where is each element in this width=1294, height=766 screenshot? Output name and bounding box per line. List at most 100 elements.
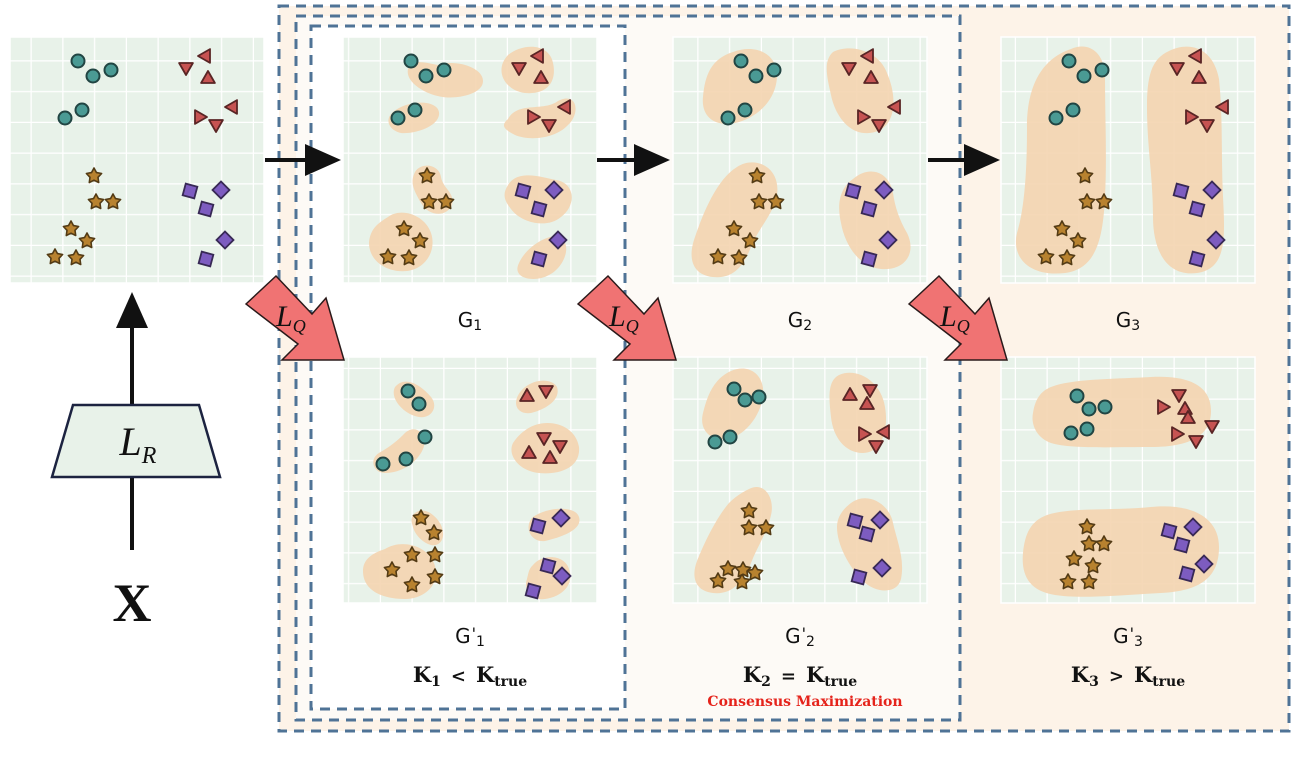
square-point-icon (181, 182, 199, 200)
triangle-point-icon (1199, 119, 1215, 133)
square-point-icon (514, 182, 532, 200)
square-point-icon (530, 200, 548, 218)
triangle-point-icon (200, 70, 216, 84)
triangle-point-icon (1171, 389, 1187, 403)
star-point-icon (85, 167, 103, 184)
star-point-icon (733, 573, 751, 590)
triangle-point-icon (519, 388, 535, 402)
cluster-blob (388, 102, 440, 134)
triangle-point-icon (511, 62, 527, 76)
input-x-label: X (112, 573, 152, 633)
circle-point-icon (103, 62, 119, 78)
panel-g3 (1000, 36, 1256, 284)
square-point-icon (1173, 536, 1191, 554)
triangle-point-icon (858, 426, 872, 442)
lq-arrow-icon-3 (907, 274, 1008, 361)
square-point-icon (529, 517, 547, 535)
cluster-blob (702, 368, 764, 440)
lq-arrow-icon-2 (576, 274, 677, 361)
star-point-icon (104, 193, 122, 210)
triangle-point-icon (1180, 410, 1196, 424)
square-point-icon (1194, 554, 1214, 574)
circle-point-icon (720, 110, 736, 126)
square-point-icon (548, 230, 568, 250)
circle-point-icon (1063, 425, 1079, 441)
label-g3: G3 (1115, 308, 1141, 334)
circle-point-icon (737, 392, 753, 408)
star-point-icon (709, 248, 727, 265)
circle-point-icon (748, 68, 764, 84)
star-point-icon (709, 572, 727, 589)
square-point-icon (197, 250, 215, 268)
star-point-icon (1076, 167, 1094, 184)
circle-point-icon (418, 68, 434, 84)
circle-point-icon (1069, 388, 1085, 404)
k3-relation: K3>Ktrue (1070, 662, 1186, 690)
lq-label-3: LQ (940, 300, 970, 336)
square-point-icon (1188, 200, 1206, 218)
triangle-point-icon (1188, 435, 1204, 449)
circle-point-icon (1076, 68, 1092, 84)
circle-point-icon (1081, 401, 1097, 417)
star-point-icon (403, 576, 421, 593)
star-point-icon (1095, 535, 1113, 552)
circle-point-icon (733, 53, 749, 69)
star-point-icon (748, 167, 766, 184)
star-point-icon (746, 564, 764, 581)
triangle-point-icon (552, 440, 568, 454)
star-point-icon (426, 546, 444, 563)
triangle-point-icon (557, 99, 571, 115)
circle-point-icon (707, 434, 723, 450)
cluster-blob (511, 423, 580, 474)
cluster-blob (1147, 46, 1224, 274)
star-point-icon (418, 167, 436, 184)
triangle-point-icon (863, 70, 879, 84)
label-g-prime-3: G'3 (1113, 624, 1143, 650)
star-point-icon (750, 193, 768, 210)
panel-g-prime-3 (1000, 356, 1256, 604)
triangle-point-icon (224, 99, 238, 115)
circle-point-icon (398, 451, 414, 467)
star-point-icon (426, 568, 444, 585)
star-point-icon (741, 232, 759, 249)
star-point-icon (403, 546, 421, 563)
square-point-icon (846, 512, 864, 530)
circle-point-icon (726, 381, 742, 397)
square-point-icon (544, 180, 564, 200)
label-g2: G2 (787, 308, 813, 334)
square-point-icon (860, 200, 878, 218)
circle-point-icon (85, 68, 101, 84)
square-point-icon (551, 508, 571, 528)
cluster-blob (691, 162, 778, 278)
circle-point-icon (390, 110, 406, 126)
star-point-icon (62, 220, 80, 237)
square-point-icon (539, 557, 557, 575)
encoder-lr-block (50, 403, 222, 479)
triangle-point-icon (536, 432, 552, 446)
circle-point-icon (1061, 53, 1077, 69)
star-point-icon (767, 193, 785, 210)
lq-label-2: LQ (609, 300, 639, 336)
circle-point-icon (1065, 102, 1081, 118)
triangle-point-icon (1191, 70, 1207, 84)
triangle-point-icon (208, 119, 224, 133)
square-point-icon (1206, 230, 1226, 250)
star-point-icon (740, 519, 758, 536)
panel-g-prime-1 (342, 356, 598, 604)
square-point-icon (874, 180, 894, 200)
triangle-point-icon (194, 109, 208, 125)
panel-g1 (342, 36, 598, 284)
k2-relation: K2=Ktrue (742, 662, 858, 690)
star-point-icon (420, 193, 438, 210)
triangle-point-icon (862, 384, 878, 398)
star-point-icon (46, 248, 64, 265)
triangle-point-icon (530, 48, 544, 64)
circle-point-icon (722, 429, 738, 445)
encoder-lr-label: LR (119, 419, 157, 469)
label-g1: G1 (457, 308, 483, 334)
circle-point-icon (766, 62, 782, 78)
star-point-icon (725, 220, 743, 237)
triangle-point-icon (876, 424, 890, 440)
star-point-icon (740, 502, 758, 519)
